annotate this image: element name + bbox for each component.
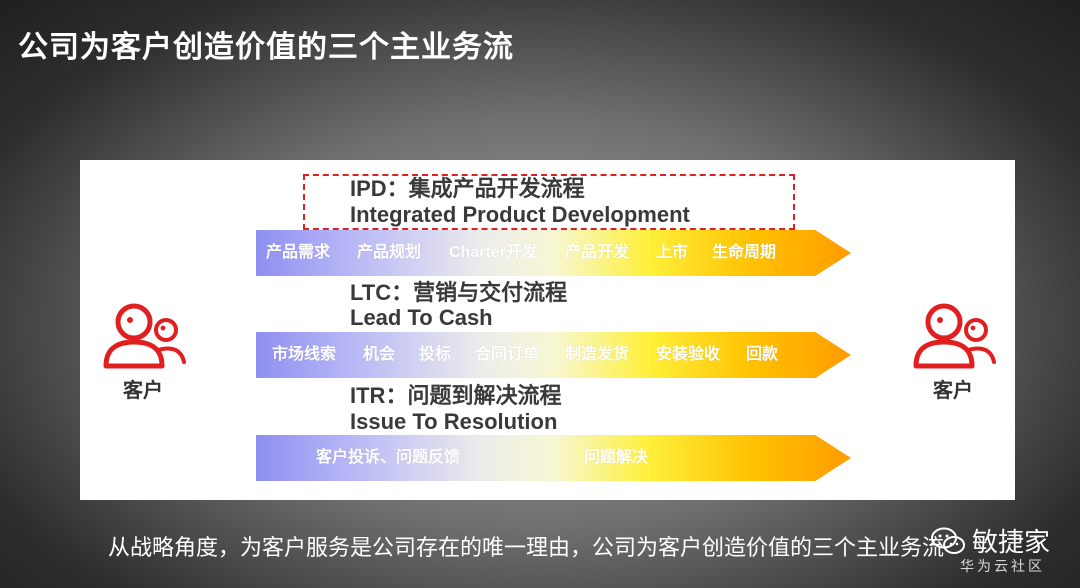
ipd-step: 产品规划 bbox=[357, 244, 422, 261]
ipd-label-cn: IPD：集成产品开发流程 bbox=[350, 176, 585, 201]
itr-step: 问题解决 bbox=[584, 449, 649, 466]
diagram-panel: IPD：集成产品开发流程 Integrated Product Developm… bbox=[80, 160, 1015, 500]
customer-icon bbox=[103, 303, 186, 369]
page-title: 公司为客户创造价值的三个主业务流 bbox=[18, 31, 514, 64]
ltc-label-cn: LTC：营销与交付流程 bbox=[350, 280, 568, 305]
watermark-main: 敏捷家 bbox=[972, 527, 1051, 557]
ltc-step: 制造发货 bbox=[565, 346, 630, 363]
itr-label-cn: ITR：问题到解决流程 bbox=[350, 383, 562, 408]
ltc-step: 回款 bbox=[746, 346, 779, 363]
customer-label: 客户 bbox=[933, 380, 973, 402]
watermark: 敏捷家 bbox=[930, 522, 1050, 559]
ltc-step: 安装验收 bbox=[656, 346, 721, 363]
caption-text: 从战略角度，为客户服务是公司存在的唯一理由，公司为客户创造价值的三个主业务流 bbox=[108, 535, 945, 560]
ltc-label-en: Lead To Cash bbox=[350, 305, 493, 330]
ipd-label-en: Integrated Product Development bbox=[350, 202, 690, 227]
itr-label-en: Issue To Resolution bbox=[350, 409, 558, 434]
ltc-step: 机会 bbox=[363, 346, 396, 363]
ipd-step: 产品开发 bbox=[565, 244, 630, 261]
itr-step: 客户投诉、问题反馈 bbox=[316, 449, 461, 466]
ipd-step: Charter开发 bbox=[449, 244, 538, 261]
ltc-step: 合同订单 bbox=[475, 346, 540, 363]
customer-label: 客户 bbox=[123, 380, 163, 402]
ipd-process-arrow: 产品需求 产品规划 Charter开发 产品开发 上市 生命周期 bbox=[256, 230, 851, 276]
watermark-sub: 华为云社区 bbox=[960, 558, 1045, 574]
customer-right: 客户 bbox=[908, 300, 998, 403]
ipd-highlight-box bbox=[303, 174, 795, 230]
customer-left: 客户 bbox=[98, 300, 188, 403]
ipd-step: 生命周期 bbox=[712, 244, 777, 261]
ltc-step: 市场线索 bbox=[272, 346, 337, 363]
ipd-step: 产品需求 bbox=[266, 244, 331, 261]
wechat-icon bbox=[931, 527, 965, 554]
ipd-step: 上市 bbox=[656, 244, 689, 261]
ltc-step: 投标 bbox=[419, 346, 452, 363]
customer-icon bbox=[913, 303, 996, 369]
itr-process-arrow: 客户投诉、问题反馈 问题解决 bbox=[256, 435, 851, 481]
ltc-process-arrow: 市场线索 机会 投标 合同订单 制造发货 安装验收 回款 bbox=[256, 332, 851, 378]
